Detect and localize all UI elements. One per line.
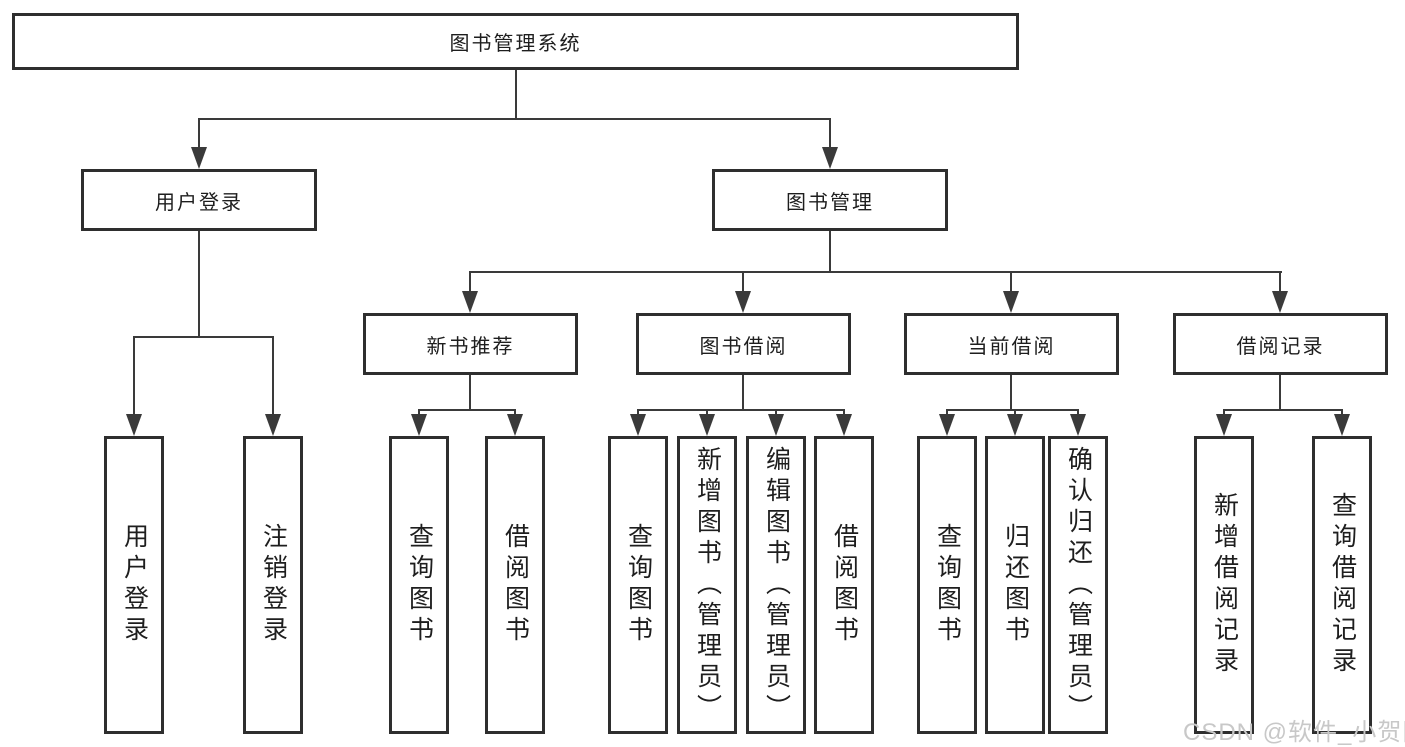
connector-line [198, 118, 831, 120]
connector-line [418, 409, 516, 411]
node-label: 借阅图书 [830, 523, 859, 647]
node-borrow-records: 借阅记录 [1173, 313, 1388, 375]
arrow-down-icon [191, 147, 207, 169]
node-label: 查询图书 [624, 523, 653, 647]
arrow-down-icon [265, 414, 281, 436]
arrow-down-icon [630, 414, 646, 436]
node-label: 新增图书（管理员） [693, 445, 722, 725]
leaf-query-books-recommend: 查询图书 [389, 436, 449, 734]
node-label: 注销登录 [259, 523, 288, 647]
arrow-down-icon [1216, 414, 1232, 436]
connector-line [706, 409, 708, 418]
connector-line [1010, 271, 1012, 295]
connector-line [469, 271, 1282, 273]
connector-line [198, 118, 200, 149]
arrow-down-icon [411, 414, 427, 436]
node-label: 用户登录 [155, 191, 243, 214]
leaf-logout-login: 注销登录 [243, 436, 303, 734]
node-label: 查询借阅记录 [1328, 492, 1357, 678]
watermark: CSDN @软件_小贺同学 [1183, 719, 1405, 746]
node-label: 查询图书 [405, 523, 434, 647]
node-book-borrow: 图书借阅 [636, 313, 851, 375]
connector-line [946, 409, 1079, 411]
arrow-down-icon [836, 414, 852, 436]
leaf-edit-books-admin: 编辑图书（管理员） [746, 436, 806, 734]
connector-line [775, 409, 777, 418]
arrow-down-icon [1272, 291, 1288, 313]
connector-line [469, 271, 471, 295]
leaf-borrow-books: 借阅图书 [814, 436, 874, 734]
leaf-query-books-current: 查询图书 [917, 436, 977, 734]
connector-line [514, 409, 516, 418]
node-label: 编辑图书（管理员） [762, 445, 791, 725]
leaf-borrow-books-recommend: 借阅图书 [485, 436, 545, 734]
arrow-down-icon [1070, 414, 1086, 436]
arrow-down-icon [1003, 291, 1019, 313]
node-label: 用户登录 [120, 523, 149, 647]
connector-line [198, 231, 200, 337]
node-book-management: 图书管理 [712, 169, 948, 231]
node-label: 借阅记录 [1236, 335, 1325, 358]
arrow-down-icon [462, 291, 478, 313]
node-label: 当前借阅 [967, 335, 1056, 358]
connector-line [1014, 409, 1016, 418]
node-label: 归还图书 [1001, 523, 1030, 647]
node-library-management-system: 图书管理系统 [12, 13, 1019, 70]
leaf-query-borrow-record: 查询借阅记录 [1312, 436, 1372, 734]
connector-line [1279, 271, 1281, 295]
connector-line [843, 409, 845, 418]
connector-line [418, 409, 420, 418]
connector-line [133, 336, 274, 338]
leaf-query-books-borrow: 查询图书 [608, 436, 668, 734]
leaf-add-books-admin: 新增图书（管理员） [677, 436, 737, 734]
node-label: 图书管理系统 [449, 33, 582, 55]
node-current-borrow: 当前借阅 [904, 313, 1119, 375]
arrow-down-icon [768, 414, 784, 436]
connector-line [742, 375, 744, 411]
arrow-down-icon [1007, 414, 1023, 436]
node-label: 新书推荐 [426, 335, 515, 358]
node-label: 新增借阅记录 [1210, 492, 1239, 678]
leaf-return-books: 归还图书 [985, 436, 1045, 734]
arrow-down-icon [699, 414, 715, 436]
arrow-down-icon [1334, 414, 1350, 436]
leaf-confirm-return-admin: 确认归还（管理员） [1048, 436, 1108, 734]
arrow-down-icon [735, 291, 751, 313]
node-label: 查询图书 [933, 523, 962, 647]
connector-line [946, 409, 948, 418]
connector-line [1223, 409, 1225, 418]
connector-line [515, 70, 517, 119]
connector-line [637, 409, 639, 418]
arrow-down-icon [126, 414, 142, 436]
connector-line [1077, 409, 1079, 418]
node-user-login: 用户登录 [81, 169, 317, 231]
connector-line [829, 118, 831, 149]
arrow-down-icon [939, 414, 955, 436]
node-new-book-recommend: 新书推荐 [363, 313, 578, 375]
node-label: 图书借阅 [699, 335, 788, 358]
node-label: 图书管理 [786, 191, 874, 214]
node-label: 借阅图书 [501, 523, 530, 647]
connector-line [1279, 375, 1281, 411]
connector-line [133, 336, 135, 418]
node-label: 确认归还（管理员） [1064, 445, 1093, 725]
arrow-down-icon [507, 414, 523, 436]
connector-line [1341, 409, 1343, 418]
connector-line [1010, 375, 1012, 411]
connector-line [742, 271, 744, 295]
connector-line [637, 409, 845, 411]
leaf-user-login: 用户登录 [104, 436, 164, 734]
connector-line [272, 336, 274, 418]
arrow-down-icon [822, 147, 838, 169]
connector-line [829, 231, 831, 272]
connector-line [469, 375, 471, 411]
connector-line [1223, 409, 1343, 411]
leaf-add-borrow-record: 新增借阅记录 [1194, 436, 1254, 734]
